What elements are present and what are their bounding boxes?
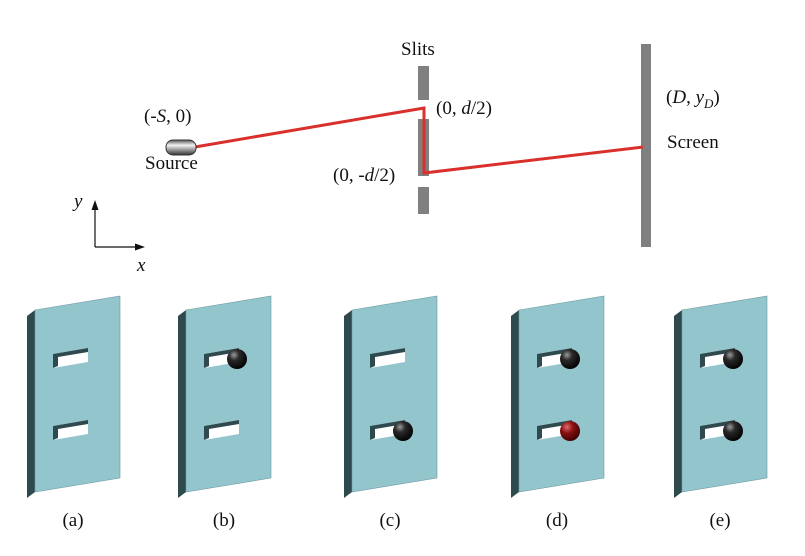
screen-label: Screen bbox=[667, 132, 719, 153]
slits-label: Slits bbox=[401, 39, 435, 60]
slit-inner-edge bbox=[370, 348, 405, 368]
y-axis-label: y bbox=[72, 191, 83, 212]
panel-side bbox=[344, 310, 352, 498]
panel-face bbox=[34, 295, 121, 493]
panel-label: (a) bbox=[62, 510, 83, 531]
black-ball bbox=[393, 421, 413, 441]
particle-path bbox=[194, 106, 644, 175]
top-slit-coordinate: (0, d/2) bbox=[436, 98, 492, 119]
slit-panel: (e) bbox=[674, 295, 768, 531]
panel-label: (e) bbox=[709, 510, 730, 531]
screen-bar bbox=[641, 44, 651, 247]
x-arrow-icon bbox=[135, 243, 145, 251]
panel-side bbox=[511, 310, 519, 498]
axes-indicator: y x bbox=[72, 191, 146, 276]
screen-coordinate: (D, yD) bbox=[666, 87, 720, 111]
panel-side bbox=[27, 310, 35, 498]
panel-face bbox=[518, 295, 605, 493]
slit-panels: (a) (b) (c) (d) (e) bbox=[27, 295, 768, 531]
panel-side bbox=[674, 310, 682, 498]
panel-face bbox=[185, 295, 272, 493]
slit-inner-edge bbox=[53, 420, 88, 440]
panel-label: (c) bbox=[379, 510, 400, 531]
source-icon bbox=[165, 139, 197, 156]
slit-inner-edge bbox=[204, 420, 239, 440]
slit-opening bbox=[53, 420, 88, 440]
slit-inner-edge bbox=[53, 348, 88, 368]
bottom-slit-coordinate: (0, -d/2) bbox=[333, 165, 395, 186]
slit-opening bbox=[204, 420, 239, 440]
panel-label: (b) bbox=[213, 510, 235, 531]
y-arrow-icon bbox=[91, 200, 99, 210]
barrier-top-segment bbox=[418, 66, 429, 100]
black-ball bbox=[560, 349, 580, 369]
black-ball bbox=[723, 349, 743, 369]
source-coordinate: (-S, 0) bbox=[144, 106, 191, 127]
panel-label: (d) bbox=[546, 510, 568, 531]
slit-opening bbox=[370, 348, 405, 368]
panel-side bbox=[178, 310, 186, 498]
slit-panel: (d) bbox=[511, 295, 605, 531]
source-label: Source bbox=[145, 153, 198, 174]
x-axis-label: x bbox=[136, 255, 146, 276]
slit-panel: (b) bbox=[178, 295, 272, 531]
panel-face bbox=[351, 295, 438, 493]
black-ball bbox=[227, 349, 247, 369]
slit-panel: (c) bbox=[344, 295, 438, 531]
slit-opening bbox=[53, 348, 88, 368]
red-ball bbox=[560, 421, 580, 441]
panel-face bbox=[681, 295, 768, 493]
black-ball bbox=[723, 421, 743, 441]
slit-panel: (a) bbox=[27, 295, 121, 531]
barrier-bottom-segment bbox=[418, 187, 429, 214]
